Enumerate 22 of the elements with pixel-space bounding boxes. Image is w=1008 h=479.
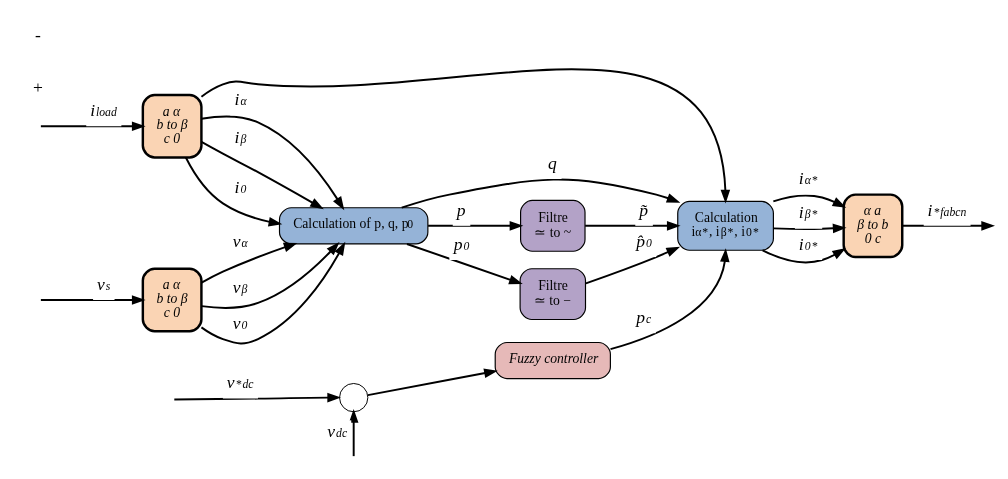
edge-label: iα* xyxy=(798,168,818,189)
edge-label: vs xyxy=(96,273,111,294)
edge-label: v0 xyxy=(232,312,248,333)
edge-label: iload xyxy=(90,99,117,120)
edge-label: p̃ xyxy=(639,199,648,220)
edge-label: pc xyxy=(636,306,652,327)
edge-label: q xyxy=(547,152,557,173)
edge-label: p0 xyxy=(453,233,470,254)
edge-label: i0 xyxy=(234,177,247,198)
edge-label: iβ xyxy=(234,127,247,148)
edge-label: vα xyxy=(232,230,248,251)
edge-label: i0* xyxy=(798,233,818,254)
edge-label: iβ* xyxy=(798,202,818,223)
edge-label: vβ xyxy=(232,276,248,297)
edge-label: p̂0 xyxy=(636,230,652,251)
edge-label: i*fabcn xyxy=(927,199,967,220)
label: - xyxy=(34,24,41,45)
edge-label: p xyxy=(456,199,466,220)
edge-label: v*dc xyxy=(226,372,254,393)
edge-label: vdc xyxy=(327,421,348,442)
label: + xyxy=(33,77,43,98)
edge-label: iα xyxy=(234,89,247,110)
